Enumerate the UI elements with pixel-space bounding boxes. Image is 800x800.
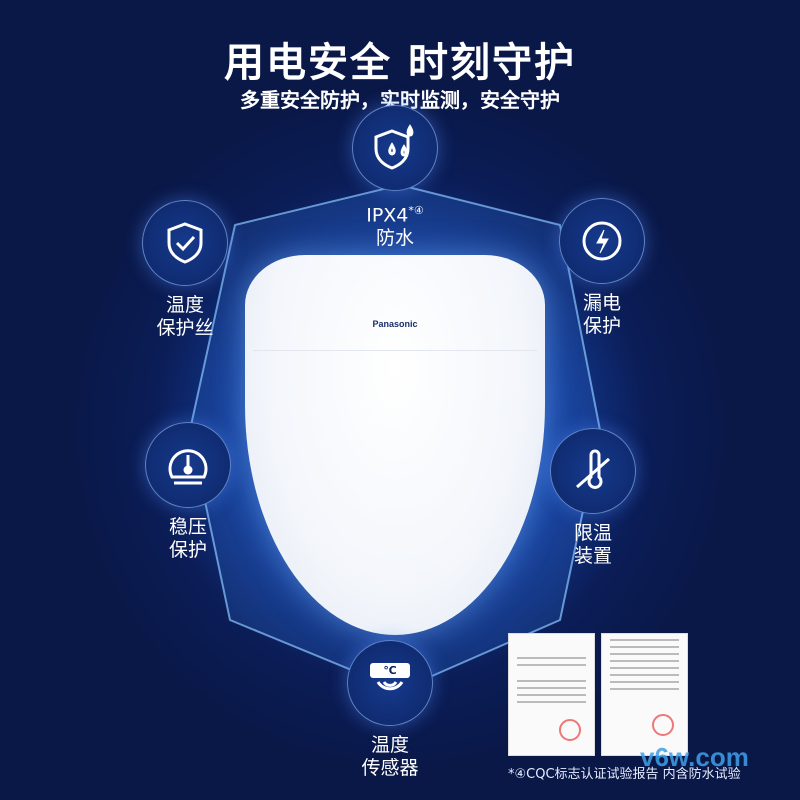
feature-label: 保护 — [582, 315, 621, 337]
red-stamp — [652, 714, 674, 736]
lightning-icon — [559, 198, 645, 284]
shield-check-icon — [142, 200, 228, 286]
feature-temperature-limiter: 限温装置 — [533, 428, 653, 568]
feature-temperature-sensor: ℃ 温度传感器 — [330, 640, 450, 780]
watermark: v6w.com — [640, 742, 749, 772]
test-report — [601, 633, 688, 756]
shield-water-drop-icon — [352, 105, 438, 191]
feature-label: 漏电 — [582, 292, 621, 314]
thermometer-icon — [550, 428, 636, 514]
feature-waterproof: IPX4*④ 防水 — [335, 105, 455, 250]
feature-label: IPX4 — [366, 204, 409, 227]
signal-waves-icon — [376, 680, 404, 690]
cqc-certificate — [508, 633, 595, 756]
feature-label: 保护 — [168, 539, 207, 561]
toilet-seat-image: Panasonic — [245, 255, 545, 635]
feature-label: 防水 — [375, 227, 414, 250]
feature-label: 装置 — [573, 545, 612, 567]
certificate-note: *④CQC标志认证试验报告 内含防水试验 — [508, 767, 741, 782]
feature-leakage-protection: 漏电保护 — [542, 198, 662, 338]
feature-voltage-stabilizer: 稳压保护 — [128, 422, 248, 562]
feature-thermal-fuse: 温度保护丝 — [125, 200, 245, 340]
red-stamp — [559, 719, 581, 741]
feature-label: 保护丝 — [156, 317, 214, 339]
feature-label: 限温 — [573, 522, 612, 544]
brand-logo: Panasonic — [372, 319, 418, 329]
feature-label: 稳压 — [168, 516, 207, 538]
footnote-mark: *④ — [408, 204, 424, 217]
seat-lid — [253, 261, 537, 351]
feature-label: 温度 — [370, 734, 409, 756]
page-title: 用电安全 时刻守护 — [224, 40, 576, 86]
pressure-gauge-icon — [145, 422, 231, 508]
celsius-badge: ℃ — [370, 662, 410, 678]
feature-label: 传感器 — [361, 757, 419, 779]
feature-label: 温度 — [165, 294, 204, 316]
temperature-sensor-icon: ℃ — [347, 640, 433, 726]
